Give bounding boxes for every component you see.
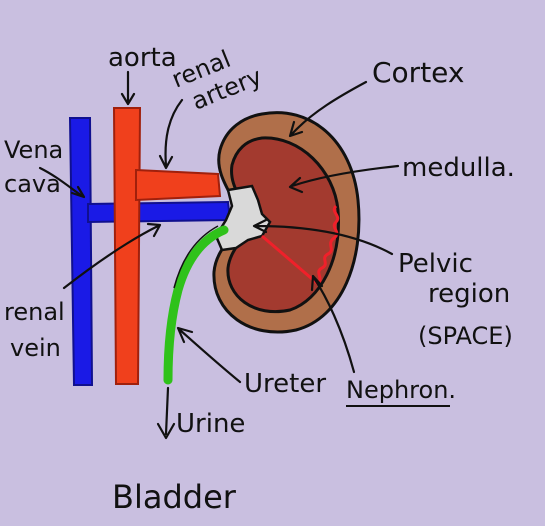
label-renal-vein-2: vein xyxy=(10,334,61,362)
arrow-cortex xyxy=(288,80,368,138)
label-pelvic-1: Pelvic xyxy=(398,249,473,279)
nephron-duct xyxy=(261,234,319,286)
arrow-urine xyxy=(156,386,176,440)
labels: aorta renal artery Vena cava Cortex medu… xyxy=(4,43,515,516)
label-pelvic-3: (SPACE) xyxy=(418,322,513,350)
pointer-arrows xyxy=(38,70,400,440)
renal-pelvis xyxy=(214,184,272,252)
arrow-medulla xyxy=(288,164,400,194)
label-vena-cava-1: Vena xyxy=(4,136,63,164)
arrow-ureter xyxy=(176,326,242,384)
label-aorta: aorta xyxy=(108,43,177,73)
label-medulla: medulla. xyxy=(402,153,515,183)
nephron-tubule xyxy=(316,204,340,286)
arrow-nephron xyxy=(310,274,356,374)
arrow-aorta xyxy=(120,70,136,106)
ureter-outline xyxy=(173,225,219,289)
label-vena-cava-2: cava xyxy=(4,170,61,198)
arrow-vena-cava xyxy=(38,166,86,199)
arrow-renal-vein xyxy=(62,222,162,290)
label-pelvic-2: region xyxy=(428,279,510,309)
aorta xyxy=(112,107,222,385)
ureter xyxy=(163,225,229,385)
kidney xyxy=(212,111,361,334)
label-bladder: Bladder xyxy=(112,478,237,516)
label-ureter: Ureter xyxy=(244,369,326,399)
label-renal-vein-1: renal xyxy=(4,298,65,326)
label-nephron: Nephron. xyxy=(346,376,456,404)
arrow-renal-artery xyxy=(158,98,184,170)
label-urine: Urine xyxy=(176,409,245,439)
arrow-pelvic xyxy=(252,218,394,256)
label-cortex: Cortex xyxy=(372,56,464,89)
